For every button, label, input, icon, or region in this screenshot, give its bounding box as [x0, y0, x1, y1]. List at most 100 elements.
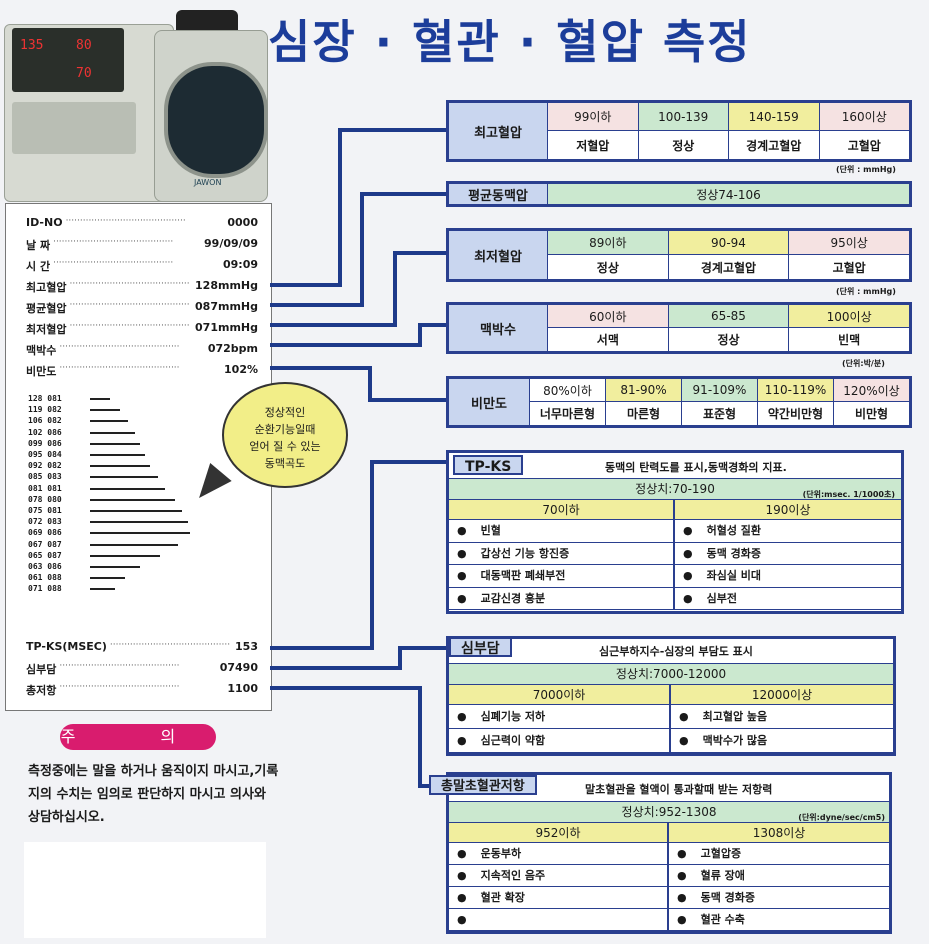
pulse-wave-bar — [90, 543, 178, 546]
tpks-label: TP-KS — [453, 455, 524, 475]
tpks-right-item: 좌심실 비대 — [675, 565, 901, 588]
receipt-row: 날 짜·····································… — [26, 237, 258, 253]
obesity-meaning-cell: 너무마른형 — [529, 402, 605, 425]
obesity-range-cell: 81-90% — [605, 379, 681, 402]
tpks-unit: (단위:msec. 1/1000초) — [802, 490, 895, 499]
heart-load-desc: 심근부하지수-심장의 부담도 표시 — [599, 645, 753, 658]
diastolic-range-cell: 95이상 — [788, 231, 909, 255]
receipt-row-label: 시 간 — [26, 260, 51, 273]
pulse-wave-bar — [90, 588, 115, 591]
bubble-line: 정상적인 — [264, 406, 306, 419]
pulse-row-label: 128 081 — [28, 394, 62, 403]
receipt-tail-row: TP-KS(MSEC)·····························… — [26, 640, 258, 653]
resistance-right-item: 고혈압증 — [669, 843, 889, 865]
caution-text: 측정중에는 말을 하거나 움직이지 마시고,기록지의 수치는 임의로 판단하지 … — [28, 764, 279, 825]
resistance-right-head: 1308이상 — [669, 823, 889, 843]
obesity-meaning-cell: 마른형 — [605, 402, 681, 425]
pulse-wave-bar — [90, 420, 128, 423]
receipt-row-value: 0000 — [227, 216, 258, 229]
pulse-range-cell: 65-85 — [667, 305, 789, 328]
resistance-left-item — [449, 909, 669, 931]
receipt-tail-value: 153 — [235, 640, 258, 653]
pulse-wave-bar — [90, 431, 135, 434]
systolic-unit: (단위 : mmHg) — [836, 165, 896, 174]
receipt-row: 평균혈압····································… — [26, 300, 258, 316]
resistance-normal-text: 정상치:952-1308 — [621, 805, 717, 819]
pulse-wave-bar — [90, 498, 175, 501]
pulse-row-label: 069 086 — [28, 528, 62, 538]
pulse-row-label: 119 082 — [28, 405, 62, 415]
tpks-left-item: 교감신경 흥분 — [449, 587, 675, 610]
receipt-row-label: ID-NO — [26, 216, 63, 229]
systolic-range-cell: 100-139 — [637, 103, 728, 131]
heart-load-right-head: 12000이상 — [671, 685, 893, 705]
receipt-row: 비만도·····································… — [26, 363, 258, 379]
receipt-tail-dots: ········································… — [59, 682, 180, 692]
diastolic-unit: (단위 : mmHg) — [836, 287, 896, 296]
systolic-range-cell: 99이하 — [547, 103, 638, 131]
pulse-row-label: 063 086 — [28, 562, 62, 571]
receipt-row-dots: ········································… — [53, 237, 174, 247]
pulse-row-label: 075 081 — [28, 506, 62, 515]
pulse-row-label: 099 086 — [28, 438, 62, 448]
systolic-meaning-cell: 저혈압 — [547, 131, 638, 159]
pulse-wave-bar — [90, 476, 158, 479]
pulse-row-label: 102 086 — [28, 427, 62, 437]
receipt-row-value: 99/09/09 — [204, 237, 258, 250]
systolic-label: 최고혈압 — [449, 103, 549, 159]
diastolic-meaning-cell: 고혈압 — [788, 255, 909, 279]
receipt-row-value: 087mmHg — [195, 300, 258, 313]
pulse-range-cell: 100이상 — [788, 305, 909, 328]
receipt-row-dots: ········································… — [69, 279, 190, 289]
device-display: 135 80 70 — [12, 28, 124, 92]
receipt-row-value: 072bpm — [207, 342, 258, 355]
obesity-meaning-cell: 표준형 — [681, 402, 757, 425]
obesity-range-cell: 110-119% — [757, 379, 833, 402]
receipt-row-dots: ········································… — [69, 300, 190, 310]
mean-bp-label: 평균동맥압 — [449, 184, 549, 204]
bubble-line: 동맥곡도 — [264, 457, 306, 470]
receipt-row-label: 평균혈압 — [26, 302, 67, 315]
receipt-row-dots: ········································… — [59, 363, 180, 373]
heart-load-left-item: 심근력이 약함 — [449, 729, 671, 753]
receipt-row-dots: ········································… — [69, 321, 190, 331]
receipt-row: ID-NO···································… — [26, 216, 258, 229]
pulse-wave-bar — [90, 510, 182, 512]
tpks-left-item: 빈혈 — [449, 520, 675, 543]
pulse-wave-bar — [90, 532, 190, 535]
pulse-meaning-cell: 빈맥 — [788, 328, 909, 351]
pulse-wave-bar — [90, 487, 165, 490]
receipt-row: 최저혈압····································… — [26, 321, 258, 337]
receipt-row-value: 102% — [224, 363, 258, 376]
tpks-normal: 정상치:70-190 (단위:msec. 1/1000초) — [449, 478, 901, 500]
pulse-wave-bar — [90, 521, 188, 524]
receipt-tail-label: 총저항 — [26, 684, 57, 697]
receipt-tail-label: 심부담 — [26, 663, 57, 676]
obesity-meaning-cell: 비만형 — [833, 402, 909, 425]
receipt-row-dots: ········································… — [59, 342, 180, 352]
resistance-left-item: 운동부하 — [449, 843, 669, 865]
receipt-row-label: 날 짜 — [26, 239, 51, 252]
tpks-normal-text: 정상치:70-190 — [635, 482, 715, 496]
resistance-box: 총말초혈관저항 말초혈관을 혈액이 통과할때 받는 저항력 정상치:952-13… — [429, 772, 892, 934]
resistance-normal: 정상치:952-1308 (단위:dyne/sec/cm5) — [449, 801, 889, 823]
receipt-tail-value: 07490 — [219, 661, 258, 674]
tpks-right-item: 허혈성 질환 — [675, 520, 901, 543]
systolic-meaning-cell: 정상 — [637, 131, 728, 159]
pulse-wave-bar — [90, 409, 120, 412]
pulse-row-label: 061 088 — [28, 573, 62, 583]
pulse-row-label: 085 083 — [28, 472, 62, 482]
pulse-wave-bar — [90, 398, 110, 400]
pulse-range-cell: 60이하 — [547, 305, 668, 328]
tpks-left-item: 대동맥판 폐쇄부전 — [449, 565, 675, 588]
diastolic-range-cell: 90-94 — [667, 231, 789, 255]
systolic-range-cell: 160이상 — [818, 103, 909, 131]
tpks-right-head: 190이상 — [675, 500, 901, 520]
device-arm-hole — [164, 62, 268, 178]
resistance-desc: 말초혈관을 혈액이 통과할때 받는 저항력 — [585, 783, 773, 796]
pulse-row-label: 095 084 — [28, 450, 62, 459]
receipt-tail-row: 심부담·····································… — [26, 661, 258, 677]
heart-load-right-item: 최고혈압 높음 — [671, 705, 893, 729]
pulse-row-label: 065 087 — [28, 550, 62, 560]
